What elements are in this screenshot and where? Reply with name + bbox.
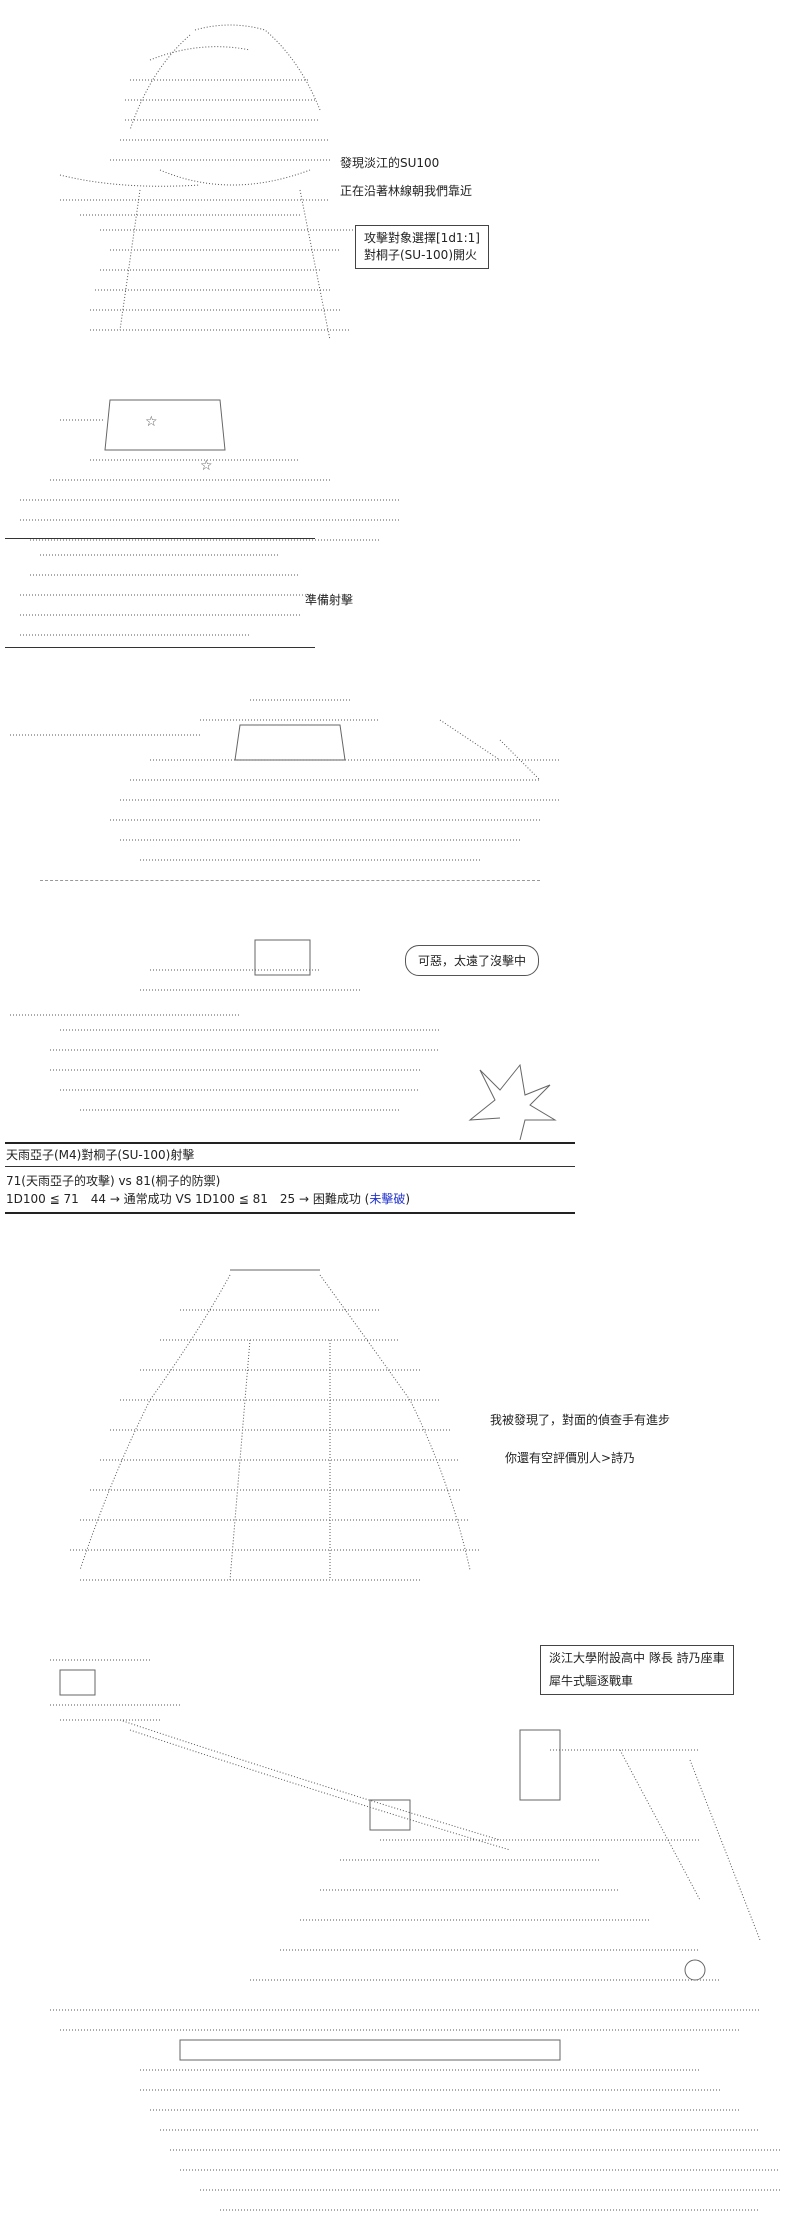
prepare-fire-caption: 準備射擊 xyxy=(305,593,354,607)
panel-tank-firing xyxy=(0,680,800,890)
dice-log-line-2-prefix: 1D100 ≦ 71 44 → 通常成功 VS 1D100 ≦ 81 25 → … xyxy=(6,1192,370,1206)
dice-log-line-2: 1D100 ≦ 71 44 → 通常成功 VS 1D100 ≦ 81 25 → … xyxy=(6,1190,410,1208)
panel-bottom-rule xyxy=(5,647,315,648)
command-line-2: 對桐子(SU-100)開火 xyxy=(364,248,477,262)
dice-result-not-destroyed: 未擊破 xyxy=(369,1192,406,1206)
speech-bubble-miss: 可惡，太遠了沒擊中 xyxy=(405,945,540,976)
vehicle-info-line-2: 犀牛式驅逐戰車 xyxy=(549,1674,634,1688)
vehicle-info-box: 淡江大學附設高中 隊長 詩乃座車 犀牛式驅逐戰車 xyxy=(540,1645,734,1695)
panel-character-3: 我被發現了，對面的偵查手有進步 你還有空評價別人>詩乃 xyxy=(0,1250,800,1610)
ascii-art-tank-destroyer xyxy=(50,1659,780,2211)
svg-text:☆: ☆ xyxy=(145,414,158,430)
dice-log-mid-rule xyxy=(5,1166,575,1167)
ascii-art-character-2 xyxy=(20,554,310,636)
svg-text:☆: ☆ xyxy=(200,458,213,474)
dice-log-line-2-suffix: ) xyxy=(405,1192,411,1206)
panel-tank-miss: 可惡，太遠了沒擊中 xyxy=(0,920,800,1140)
ascii-art-tank-3 xyxy=(10,939,557,1140)
ground-line xyxy=(40,880,540,881)
command-box: 攻擊對象選擇[1d1:1] 對桐子(SU-100)開火 xyxy=(355,225,489,269)
narration-line-1: 發現淡江的SU100 xyxy=(340,156,440,170)
panel-tank-1: ☆ ☆ 準備射擊 xyxy=(0,380,800,660)
narration-line-2: 正在沿著林線朝我們靠近 xyxy=(340,184,473,198)
dice-log-bottom-rule xyxy=(5,1212,575,1214)
ascii-art-character-3 xyxy=(70,1269,480,1581)
command-line-1: 攻擊對象選擇[1d1:1] xyxy=(364,231,480,245)
speech-line-1: 我被發現了，對面的偵查手有進步 xyxy=(490,1413,671,1427)
ascii-art-tank-2 xyxy=(10,699,560,861)
panel-character-1: 發現淡江的SU100 正在沿著林線朝我們靠近 攻擊對象選擇[1d1:1] 對桐子… xyxy=(0,0,800,350)
dice-log: 天雨亞子(M4)對桐子(SU-100)射擊 71(天雨亞子的攻擊) vs 81(… xyxy=(0,1140,800,1220)
vehicle-info-line-1: 淡江大學附設高中 隊長 詩乃座車 xyxy=(549,1651,725,1665)
panel-tank-destroyer: 淡江大學附設高中 隊長 詩乃座車 犀牛式驅逐戰車 xyxy=(0,1640,800,2216)
dice-log-line-1: 71(天雨亞子的攻擊) vs 81(桐子的防禦) xyxy=(6,1174,221,1188)
panel-divider xyxy=(5,538,315,539)
dice-log-title: 天雨亞子(M4)對桐子(SU-100)射擊 xyxy=(6,1148,195,1162)
ascii-art-character-1 xyxy=(59,24,360,341)
dice-log-top-rule xyxy=(5,1142,575,1144)
speech-line-2: 你還有空評價別人>詩乃 xyxy=(505,1451,636,1465)
ascii-art-tank-1: ☆ ☆ xyxy=(20,399,400,541)
